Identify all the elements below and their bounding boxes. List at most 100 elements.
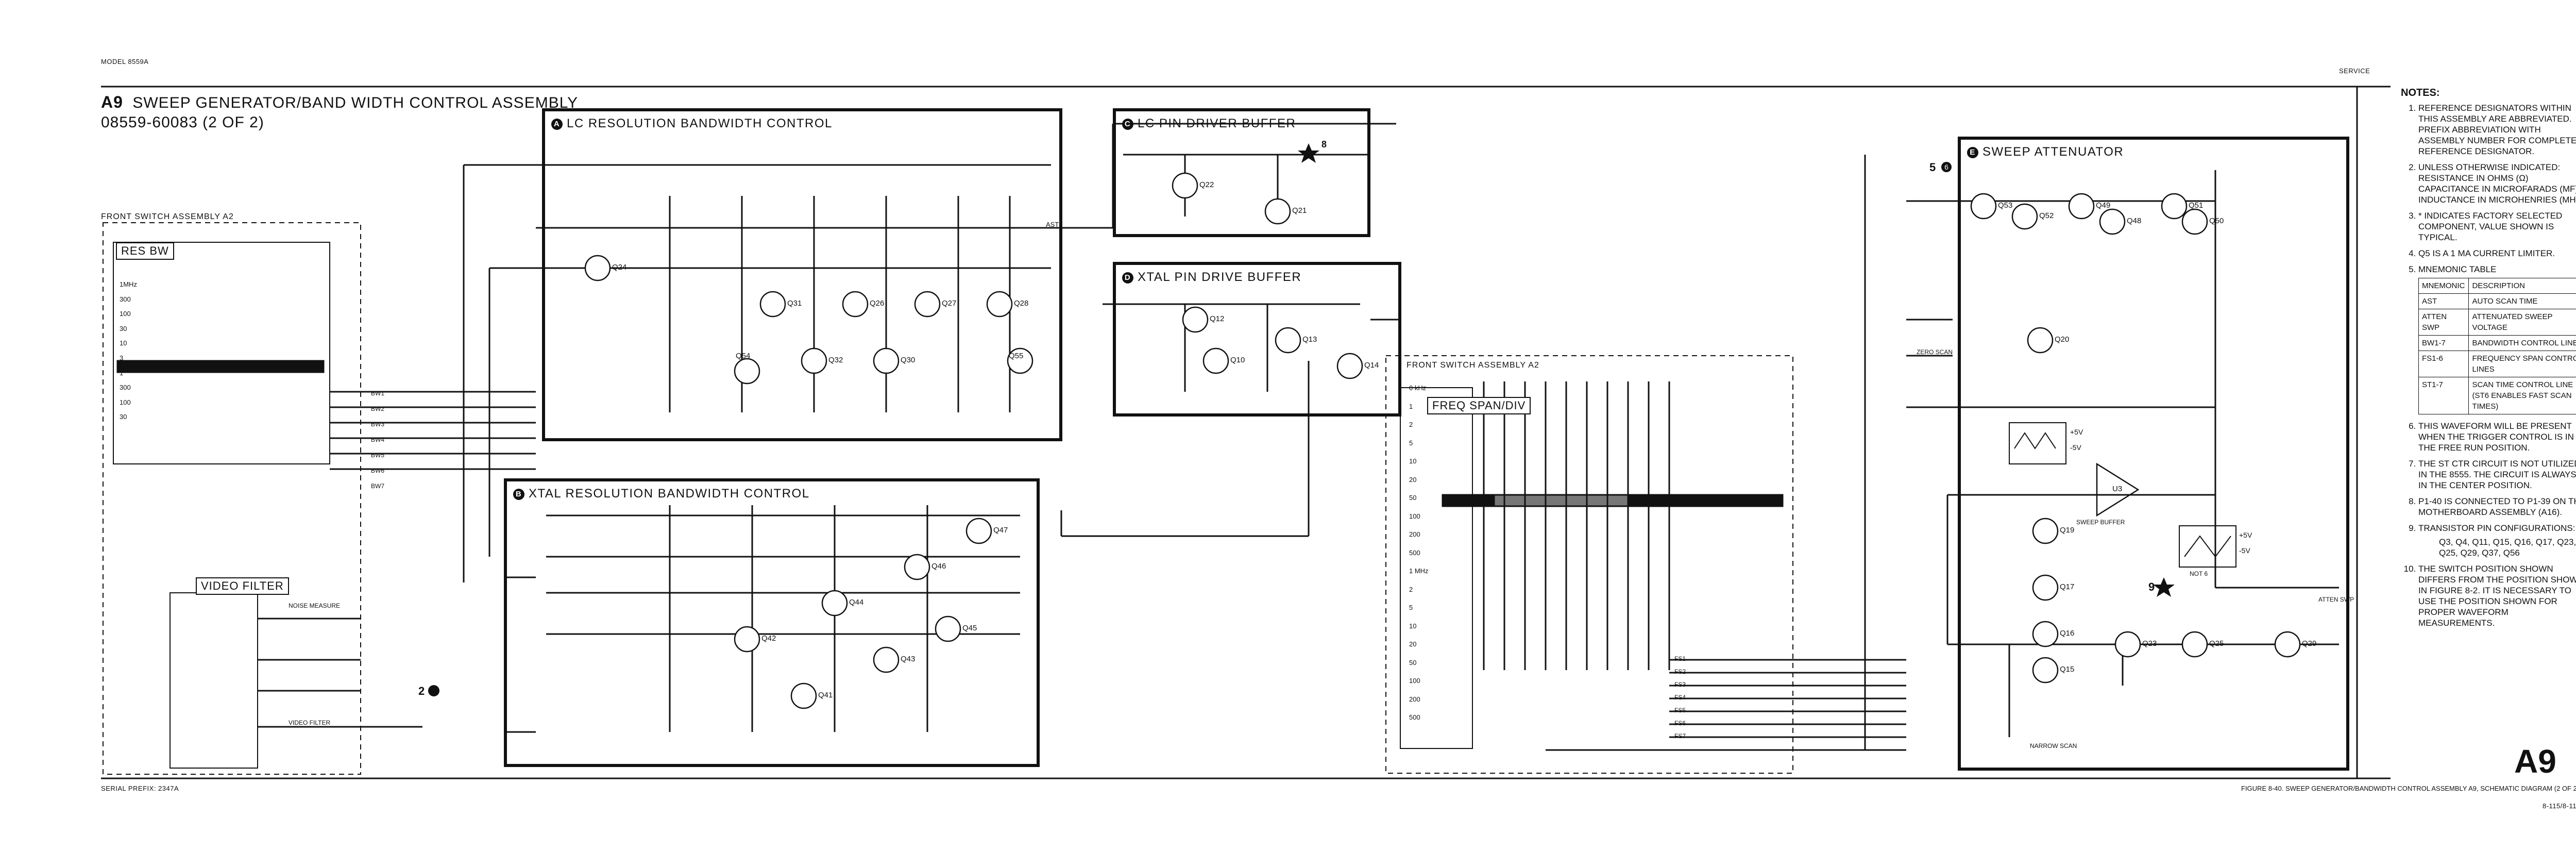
mnemonic-header-row: MNEMONIC DESCRIPTION	[2418, 278, 2576, 294]
transistor-label: Q45	[962, 624, 977, 632]
mnemonic-cell: ATTEN SWP	[2418, 309, 2469, 336]
note-item-mnemonic: MNEMONIC TABLE MNEMONIC DESCRIPTION AST …	[2418, 264, 2576, 414]
mnemonic-cell: AST	[2418, 293, 2469, 309]
lc-resolution-marker: A	[551, 118, 563, 130]
transistor-label: Q54	[736, 352, 751, 360]
front-switch-left-label: FRONT SWITCH ASSEMBLY A2	[101, 212, 234, 221]
transistor-label: Q17	[2060, 582, 2075, 591]
waveform-plus-label-2: +5V	[2239, 531, 2252, 539]
diagram-title-block: A9 SWEEP GENERATOR/BAND WIDTH CONTROL AS…	[101, 93, 578, 131]
corner-assembly-id: A9	[2514, 743, 2556, 780]
mnemonic-row: ST1-7 SCAN TIME CONTROL LINE (ST6 ENABLE…	[2418, 377, 2576, 414]
test-point-9: 9	[2148, 580, 2155, 593]
transistor-label: Q30	[901, 356, 916, 364]
transistor-label: Q27	[942, 299, 957, 308]
transistor-label: Q24	[612, 263, 627, 272]
signal-narrow-scan: NARROW SCAN	[2030, 742, 2077, 750]
front-switch-right-label: FRONT SWITCH ASSEMBLY A2	[1406, 361, 1539, 370]
fs-line: FS6	[1674, 720, 1686, 727]
note-item: THE ST CTR CIRCUIT IS NOT UTILIZED IN TH…	[2418, 458, 2576, 491]
transistor-label: Q49	[2096, 201, 2111, 210]
bw-line: BW7	[371, 482, 385, 490]
res-bw-pos: 300	[120, 295, 131, 303]
freq-span-pos: 100	[1409, 677, 1420, 685]
fs-line: FS7	[1674, 732, 1686, 740]
transistor-label: U3	[2112, 485, 2123, 493]
freq-span-pos: 2	[1409, 585, 1413, 593]
res-bw-pos: 30	[120, 324, 127, 332]
freq-span-pos: 10	[1409, 457, 1417, 465]
transistor-label: Q13	[1302, 335, 1317, 344]
transistor-label: Q19	[2060, 526, 2075, 535]
mnemonic-cell: AUTO SCAN TIME	[2468, 293, 2576, 309]
waveform-plus-label: +5V	[2070, 428, 2083, 436]
assembly-id: A9	[101, 93, 123, 111]
mnemonic-row: FS1-6 FREQUENCY SPAN CONTROL LINES	[2418, 351, 2576, 377]
transistor-label: Q29	[2302, 639, 2317, 648]
note-item: Q5 IS A 1 mA CURRENT LIMITER.	[2418, 248, 2576, 259]
note-item: P1-40 IS CONNECTED TO P1-39 ON THE MOTHE…	[2418, 496, 2576, 518]
freq-span-pos: 5	[1409, 604, 1413, 611]
mnemonic-cell: ST1-7	[2418, 377, 2469, 414]
transistor-label: Q51	[2189, 201, 2204, 210]
mnemonic-col-header: DESCRIPTION	[2468, 278, 2576, 294]
freq-span-pos: 50	[1409, 658, 1417, 667]
mnemonic-cell: BW1-7	[2418, 335, 2469, 351]
signal-sweep-buffer: SWEEP BUFFER	[2076, 519, 2125, 526]
freq-span-pos: 10	[1409, 622, 1417, 630]
freq-span-pos: 1 MHz	[1409, 567, 1429, 575]
res-bw-positions: 1MHz 300 100 30 10 3 1 300 100 30	[120, 277, 137, 425]
waveform-note-label: NOT 6	[2190, 570, 2208, 577]
mnemonic-row: BW1-7 BANDWIDTH CONTROL LINES	[2418, 335, 2576, 351]
transistor-label: Q48	[2127, 216, 2142, 225]
transistor-label: Q10	[1230, 356, 1245, 364]
test-point-5: 5	[1929, 161, 1936, 174]
sweep-attenuator-marker: E	[1967, 146, 1978, 158]
model-label: MODEL 8559A	[101, 58, 149, 65]
freq-span-pos: 20	[1409, 640, 1417, 648]
freq-span-pos: 20	[1409, 475, 1417, 484]
note-item: THE SWITCH POSITION SHOWN DIFFERS FROM T…	[2418, 563, 2576, 628]
notes-heading: NOTES:	[2401, 87, 2440, 98]
transistor-label: Q23	[2142, 639, 2157, 648]
note-item-transistor-pins: TRANSISTOR PIN CONFIGURATIONS: Q3, Q4, Q…	[2418, 523, 2576, 558]
freq-span-pos: 1	[1409, 402, 1413, 410]
bw-line: BW2	[371, 405, 385, 412]
test-point-6: 6	[1941, 162, 1952, 172]
bw-line: BW3	[371, 421, 385, 428]
signal-noise-measure: NOISE MEASURE	[289, 602, 341, 609]
freq-span-pos: 100	[1409, 512, 1420, 520]
signal-ast: AST	[1046, 221, 1059, 228]
freq-span-pos: 50	[1409, 494, 1417, 502]
mnemonic-cell: BANDWIDTH CONTROL LINES	[2468, 335, 2576, 351]
xtal-pin-drive-marker: D	[1122, 272, 1133, 284]
fs-line: FS4	[1674, 694, 1686, 701]
res-bw-pos: 1MHz	[120, 280, 137, 288]
mnemonic-row: ATTEN SWP ATTENUATED SWEEP VOLTAGE	[2418, 309, 2576, 336]
freq-span-pos: 200	[1409, 530, 1420, 538]
part-number: 08559-60083 (2 OF 2)	[101, 114, 264, 131]
mnemonic-row: AST AUTO SCAN TIME	[2418, 293, 2576, 309]
note-item: THIS WAVEFORM WILL BE PRESENT WHEN THE T…	[2418, 421, 2576, 453]
transistor-label: Q25	[2209, 639, 2224, 648]
fs-line: FS1	[1674, 655, 1686, 662]
mnemonic-table: MNEMONIC DESCRIPTION AST AUTO SCAN TIME …	[2418, 278, 2576, 414]
res-bw-pos: 300	[120, 384, 131, 392]
transistor-label: Q44	[849, 598, 864, 607]
freq-span-pos: 500	[1409, 548, 1420, 557]
fs-line-labels: FS1 FS2 FS3 FS4 FS5 FS6 FS7	[1674, 653, 1686, 743]
lc-pin-driver-marker: C	[1122, 118, 1133, 130]
bw-line: BW6	[371, 467, 385, 474]
waveform-minus-label-2: -5V	[2239, 546, 2250, 555]
test-point-2: 2	[418, 685, 425, 697]
video-filter-label: VIDEO FILTER	[196, 577, 289, 595]
notes-block: NOTES: REFERENCE DESIGNATORS WITHIN THIS…	[2401, 88, 2576, 634]
bw-line: BW5	[371, 452, 385, 459]
xtal-resolution-marker: B	[513, 488, 524, 500]
